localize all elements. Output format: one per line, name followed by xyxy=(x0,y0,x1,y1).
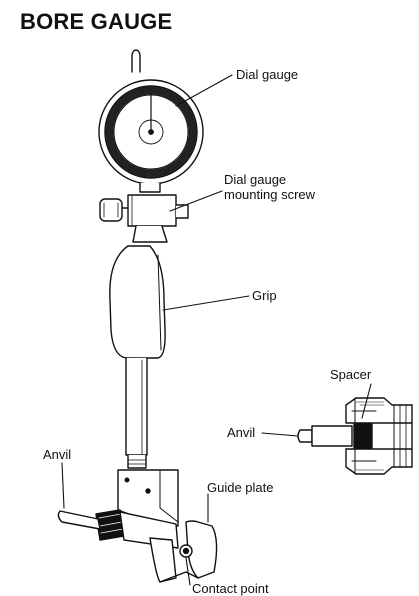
diagram-title: BORE GAUGE xyxy=(20,9,173,34)
dial-gauge xyxy=(98,79,204,193)
label-guide-plate: Guide plate xyxy=(207,480,274,495)
label-mounting-screw-line2: mounting screw xyxy=(224,187,316,202)
anvil-spacer-detail xyxy=(297,397,413,475)
label-spacer: Spacer xyxy=(330,367,372,382)
shaft xyxy=(125,357,148,469)
label-mounting-screw-line1: Dial gauge xyxy=(224,172,287,187)
measuring-head xyxy=(57,469,179,549)
label-grip: Grip xyxy=(252,288,277,303)
guide-plate xyxy=(149,520,218,583)
label-dial-gauge: Dial gauge xyxy=(236,67,299,82)
label-contact-point: Contact point xyxy=(192,581,269,596)
mounting-screw-block xyxy=(99,194,189,243)
label-anvil-detail: Anvil xyxy=(227,425,256,440)
leader-lines xyxy=(61,74,372,586)
grip xyxy=(109,245,166,359)
label-anvil: Anvil xyxy=(43,447,72,462)
dial-stem xyxy=(131,49,141,73)
